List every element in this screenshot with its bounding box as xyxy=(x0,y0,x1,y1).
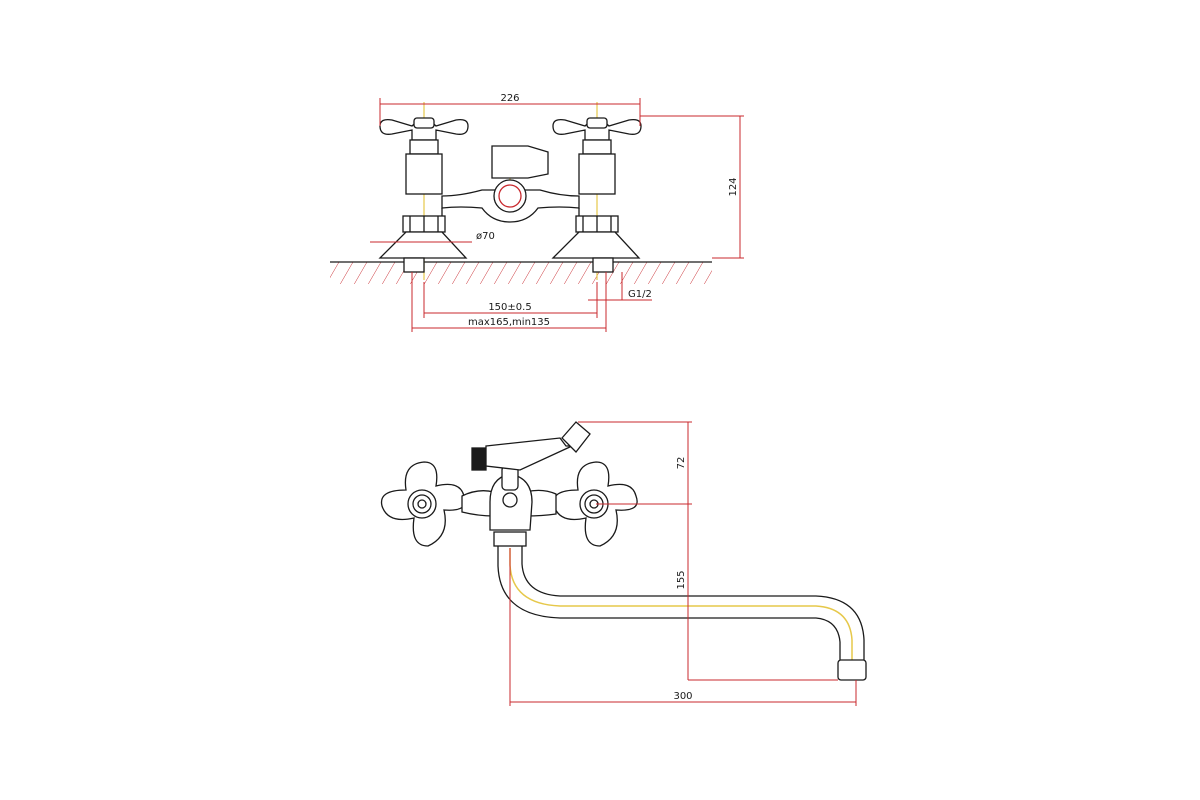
top-view: 72 155 300 xyxy=(380,421,867,706)
dim-height: 124 xyxy=(728,177,739,196)
top-dimensions xyxy=(509,421,857,706)
dim-adjust-range: max165,min135 xyxy=(468,317,550,328)
front-dimensions xyxy=(370,98,744,332)
dim-thread: G1/2 xyxy=(628,289,652,300)
dim-lever-height: 72 xyxy=(676,457,687,470)
wall-hatch xyxy=(330,261,712,284)
spout xyxy=(493,531,867,681)
left-valve xyxy=(378,117,469,273)
right-valve xyxy=(551,117,642,273)
left-cross-handle xyxy=(380,461,466,547)
dim-spout-reach: 300 xyxy=(673,691,692,702)
front-view: 226 124 ø70 G1/2 150±0.5 max165,min135 xyxy=(330,93,744,332)
dim-spout-drop: 155 xyxy=(676,570,687,589)
mixer-body xyxy=(441,145,580,223)
right-cross-handle xyxy=(552,461,638,547)
dim-center-distance: 150±0.5 xyxy=(488,302,531,313)
top-body xyxy=(461,465,557,531)
spout-centerline xyxy=(509,548,853,664)
dim-flange-diameter: ø70 xyxy=(476,231,495,242)
diverter-lever xyxy=(471,421,591,471)
dim-overall-width: 226 xyxy=(500,93,519,104)
